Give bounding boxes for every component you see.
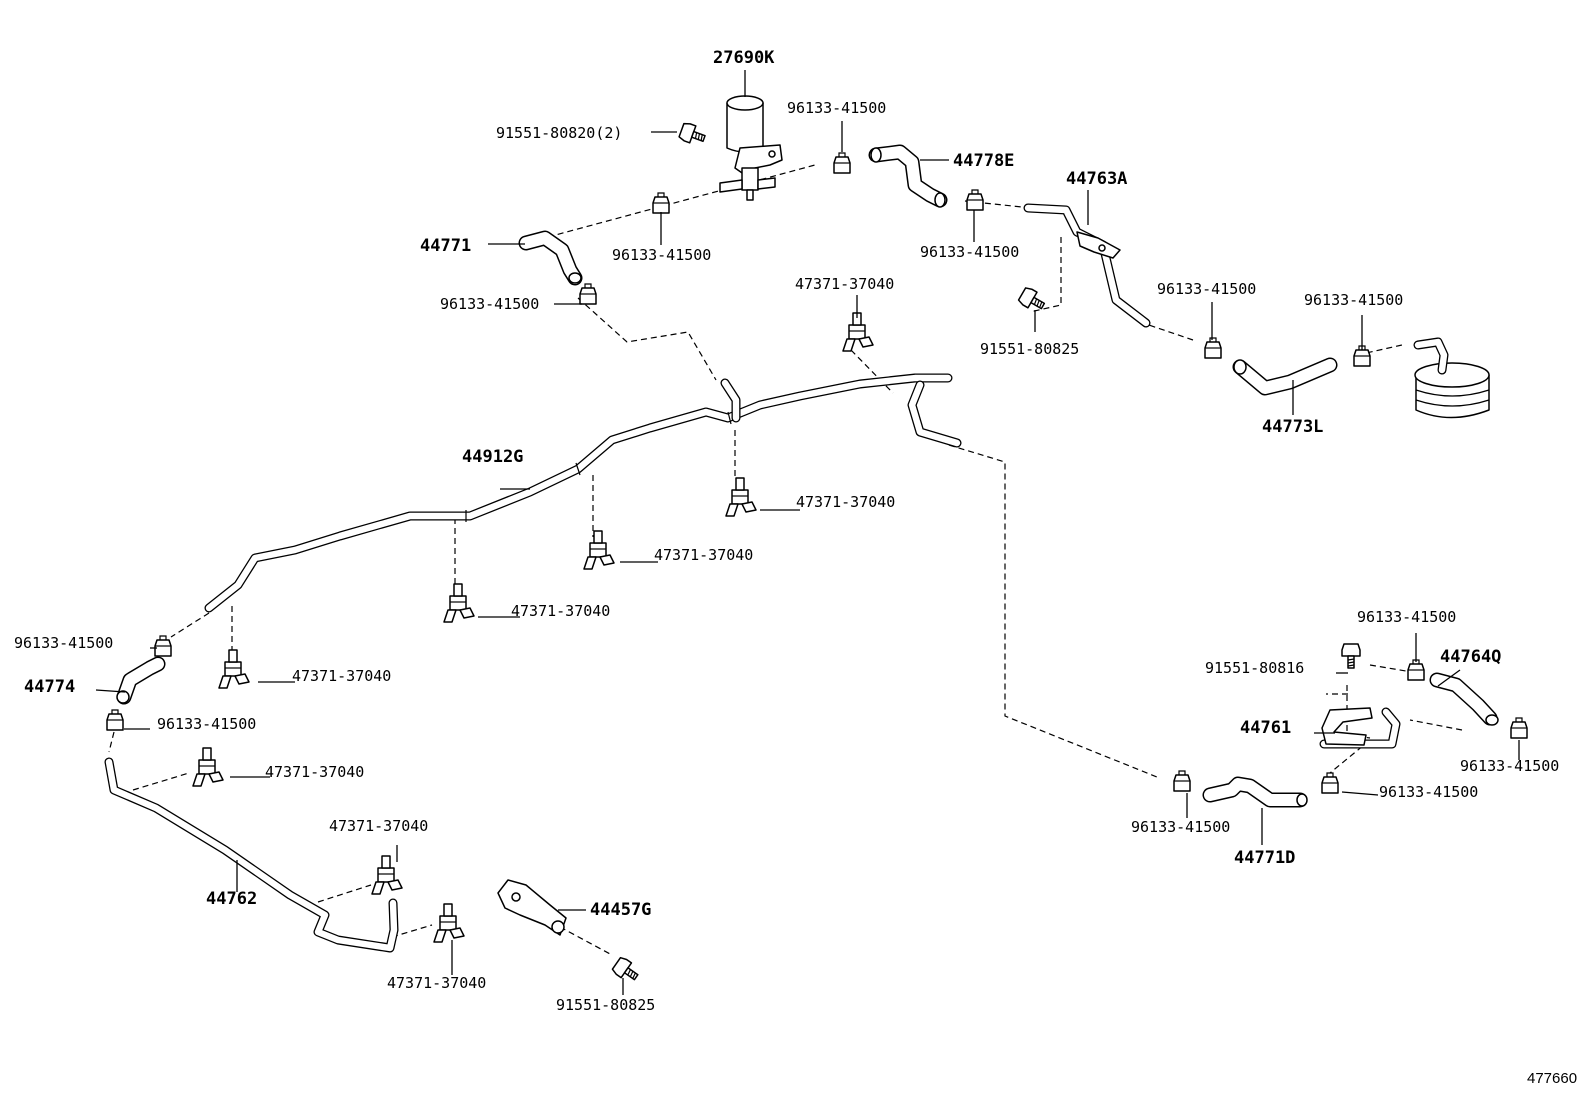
label-96133-41500: 96133-41500 <box>1304 291 1403 309</box>
label-96133-41500: 96133-41500 <box>612 246 711 264</box>
label-91551-80825: 91551-80825 <box>556 996 655 1014</box>
label-96133-41500: 96133-41500 <box>787 99 886 117</box>
hose-44778e <box>868 144 948 208</box>
vacuum-switching-valve-icon <box>719 95 783 201</box>
hose-clamp-icon <box>1321 772 1339 794</box>
assembly-line <box>1409 719 1463 731</box>
hose-44764q <box>1429 672 1499 726</box>
label-96133-41500: 96133-41500 <box>920 243 1019 261</box>
label-47371-37040: 47371-37040 <box>654 546 753 564</box>
label-91551-80816: 91551-80816 <box>1205 659 1304 677</box>
hose-clamp-icon <box>1173 770 1191 792</box>
main-tube-44912g <box>204 373 962 613</box>
bolt-icon <box>610 955 643 986</box>
tube-44762 <box>104 757 399 953</box>
assembly-line <box>108 731 115 753</box>
bolt-icon <box>677 121 708 148</box>
label-47371-37040: 47371-37040 <box>511 602 610 620</box>
hose-44771d <box>1202 776 1308 808</box>
label-44761: 44761 <box>1240 718 1291 738</box>
hose-clamp-icon <box>833 152 851 174</box>
label-44764q: 44764Q <box>1440 647 1501 667</box>
assembly-line <box>948 444 1158 778</box>
hose-44774 <box>116 656 166 705</box>
tube-clip-icon <box>583 530 615 570</box>
hose-clamp-icon <box>966 189 984 211</box>
label-44774: 44774 <box>24 677 75 697</box>
label-27690k: 27690K <box>713 48 775 68</box>
label-96133-41500: 96133-41500 <box>1357 608 1456 626</box>
label-44771d: 44771D <box>1234 848 1295 868</box>
bracket-icon <box>497 879 567 936</box>
label-44778e: 44778E <box>953 151 1014 171</box>
hose-clamp-icon <box>1510 717 1528 739</box>
label-47371-37040: 47371-37040 <box>265 763 364 781</box>
illustration-id: 477660 <box>1527 1070 1577 1087</box>
tube-clip-icon <box>192 747 224 787</box>
bolt-icon <box>1341 643 1361 669</box>
assembly-line <box>1369 664 1413 673</box>
assembly-line <box>547 164 816 238</box>
label-96133-41500: 96133-41500 <box>1460 757 1559 775</box>
hose-clamp-icon <box>1407 659 1425 681</box>
hose-clamp-icon <box>154 635 172 657</box>
assembly-line <box>1029 237 1062 313</box>
label-44912g: 44912G <box>462 447 523 467</box>
tube-clip-icon <box>725 477 757 517</box>
label-44773l: 44773L <box>1262 417 1323 437</box>
label-44763a: 44763A <box>1066 169 1127 189</box>
assembly-line <box>317 884 372 903</box>
label-96133-41500: 96133-41500 <box>1131 818 1230 836</box>
label-47371-37040: 47371-37040 <box>795 275 894 293</box>
assembly-line <box>170 612 210 638</box>
tube-clip-icon <box>218 649 250 689</box>
label-96133-41500: 96133-41500 <box>14 634 113 652</box>
tube-44761 <box>1319 707 1401 749</box>
tube-clip-icon <box>433 903 465 943</box>
label-44457g: 44457G <box>590 900 651 920</box>
bolt-icon <box>1016 285 1049 315</box>
label-96133-41500: 96133-41500 <box>157 715 256 733</box>
hose-44773l <box>1232 357 1338 396</box>
hose-clamp-icon <box>579 283 597 305</box>
assembly-line <box>391 924 433 938</box>
label-91551-80825: 91551-80825 <box>980 340 1079 358</box>
assembly-line <box>577 297 717 381</box>
label-44762: 44762 <box>206 889 257 909</box>
hose-clamp-icon <box>1204 337 1222 359</box>
assembly-line <box>132 772 190 791</box>
assembly-line <box>1356 344 1403 356</box>
assembly-line <box>1329 739 1371 774</box>
label-96133-41500: 96133-41500 <box>1157 280 1256 298</box>
label-96133-41500: 96133-41500 <box>440 295 539 313</box>
hose-clamp-icon <box>106 709 124 731</box>
label-47371-37040: 47371-37040 <box>329 817 428 835</box>
tube-clip-icon <box>842 312 874 352</box>
assembly-line <box>559 926 613 956</box>
hose-clamp-icon <box>652 192 670 214</box>
assembly-line <box>850 349 894 394</box>
label-47371-37040: 47371-37040 <box>292 667 391 685</box>
canister-icon <box>1413 337 1490 419</box>
hose-44771 <box>518 230 583 286</box>
tube-clip-icon <box>443 583 475 623</box>
tube-44763a <box>1023 203 1151 328</box>
label-47371-37040: 47371-37040 <box>796 493 895 511</box>
label-47371-37040: 47371-37040 <box>387 974 486 992</box>
label-91551-80820: 91551-80820(2) <box>496 124 622 142</box>
label-96133-41500: 96133-41500 <box>1379 783 1478 801</box>
leader-lines <box>95 70 1520 995</box>
label-44771: 44771 <box>420 236 471 256</box>
